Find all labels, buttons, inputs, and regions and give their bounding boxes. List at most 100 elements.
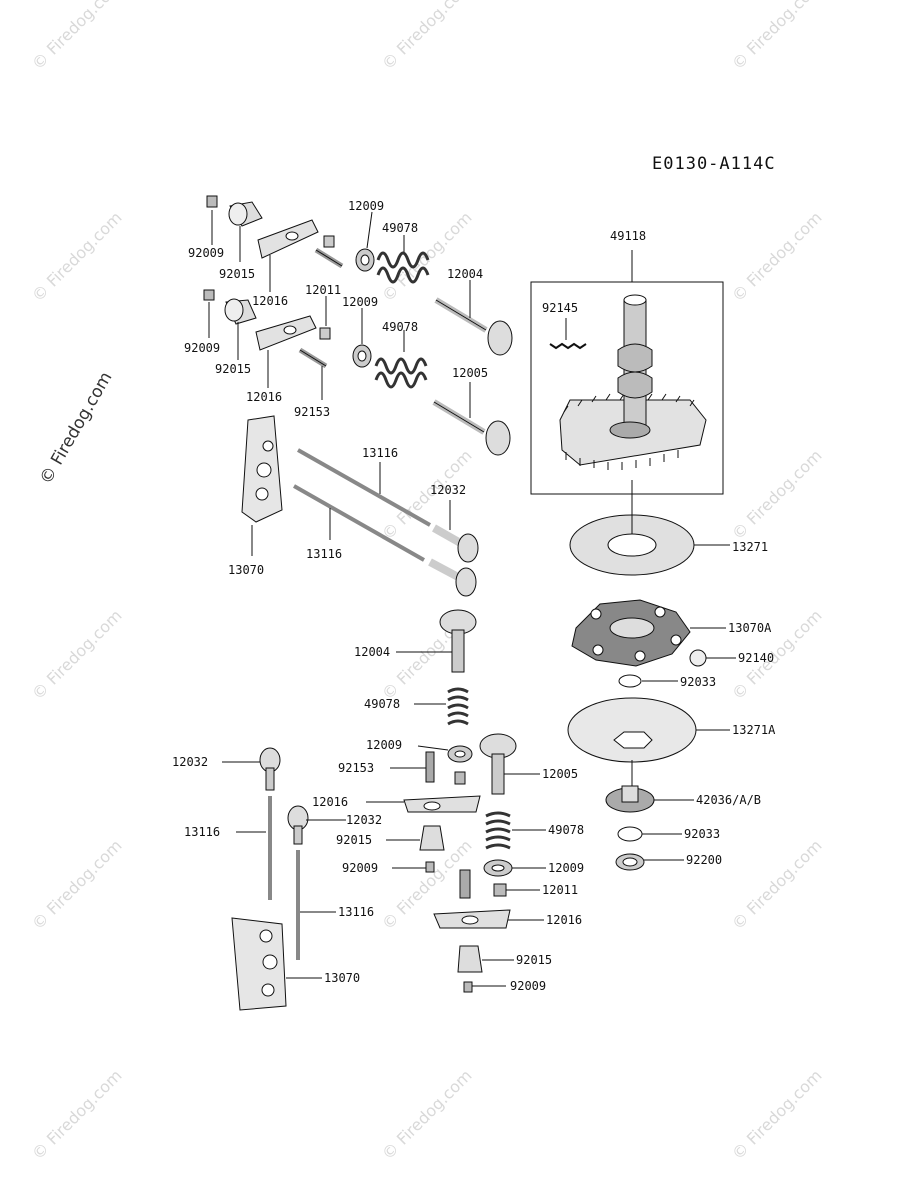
seal-12009-a — [355, 211, 375, 272]
weight-13070A — [571, 599, 726, 667]
part-label: 13116 — [362, 446, 399, 460]
diagram-code: E0130-A114C — [652, 154, 776, 174]
spring-49078-a — [376, 235, 430, 284]
part-label: 12004 — [447, 267, 484, 281]
stud-a — [314, 235, 344, 269]
nut-92009-a — [206, 195, 218, 245]
part-label: 92009 — [510, 979, 547, 993]
pushrod-13116-d — [296, 850, 336, 960]
part-label: 12016 — [246, 390, 283, 404]
part-label: 12004 — [354, 645, 391, 659]
part-label: 12032 — [346, 813, 383, 827]
part-label: 49078 — [548, 823, 585, 837]
part-label: 12016 — [252, 294, 289, 308]
part-label: 92153 — [338, 761, 375, 775]
circlip-92033-b — [617, 826, 682, 842]
rocker-12016-d — [433, 909, 544, 929]
capnut-92015-d — [457, 945, 514, 973]
part-label: 13271 — [732, 540, 769, 554]
nut-92009-b — [203, 289, 215, 338]
part-label: 92009 — [342, 861, 379, 875]
part-label: 92033 — [680, 675, 717, 689]
washer-13271 — [569, 480, 730, 576]
part-label: 12009 — [366, 738, 403, 752]
washer-92200 — [615, 853, 684, 871]
valve-12005-b — [479, 733, 540, 795]
rocker-12016-c — [366, 795, 481, 813]
pushrod-13116-c — [236, 796, 272, 900]
part-label: 12032 — [172, 755, 209, 769]
part-label: 12005 — [452, 366, 489, 380]
camshaft-box — [530, 281, 724, 495]
stud-92153-b — [390, 751, 435, 783]
capnut-92015-c — [386, 825, 445, 851]
part-label: 49118 — [610, 229, 647, 243]
stud-b — [298, 296, 331, 400]
part-label: 12009 — [342, 295, 379, 309]
circlip-92033-a — [618, 674, 678, 688]
capnut-92015-b — [224, 298, 257, 360]
plate-13271A — [567, 697, 730, 763]
part-label: 92145 — [542, 301, 579, 315]
tappet-12032-d — [287, 805, 346, 845]
part-label: 13070 — [228, 563, 265, 577]
part-label: 12009 — [548, 861, 585, 875]
part-label: 12016 — [546, 913, 583, 927]
part-label: 92009 — [184, 341, 221, 355]
seal-12009-c — [417, 745, 473, 763]
part-label: 92009 — [188, 246, 225, 260]
pushrod-13116-a — [297, 448, 431, 527]
nut-92009-c — [392, 861, 435, 873]
spring-49078-b — [374, 330, 428, 389]
part-label: 13116 — [306, 547, 343, 561]
part-label: 42036/A/B — [696, 793, 762, 807]
pushrod-13116-b — [293, 484, 425, 562]
seal-12009-b — [352, 308, 372, 368]
part-label: 12011 — [542, 883, 579, 897]
capnut-92015-a — [228, 201, 263, 262]
part-label: 92015 — [336, 833, 373, 847]
tappet-12032-c — [222, 747, 281, 791]
part-label: 49078 — [364, 697, 401, 711]
part-label: 13116 — [184, 825, 221, 839]
stud-b2 — [459, 869, 471, 899]
part-label: 12009 — [348, 199, 385, 213]
tappet-12032-a — [432, 500, 479, 563]
seal-12009-d — [483, 859, 546, 877]
tappet-12032-b — [428, 558, 477, 597]
plate-13070-b — [231, 917, 322, 1011]
nut-12011-a — [454, 771, 466, 785]
part-label: 92200 — [686, 853, 723, 867]
plate-13070-a — [241, 415, 283, 556]
part-label: 13116 — [338, 905, 375, 919]
part-label: 12032 — [430, 483, 467, 497]
spring-49078-d — [485, 811, 546, 850]
part-label: 92140 — [738, 651, 775, 665]
part-label: 12016 — [312, 795, 349, 809]
part-label: 13070A — [728, 621, 772, 635]
rocker-12016-b — [255, 315, 317, 388]
ball-92140 — [689, 649, 736, 667]
part-label: 13070 — [324, 971, 361, 985]
part-label: 49078 — [382, 320, 419, 334]
part-label: 92153 — [294, 405, 331, 419]
nut-92009-d — [463, 981, 506, 993]
part-label: 92015 — [219, 267, 256, 281]
part-label: 12011 — [305, 283, 342, 297]
part-label: 92015 — [215, 362, 252, 376]
part-label: 92015 — [516, 953, 553, 967]
valve-12004-a — [434, 280, 513, 356]
rocker-12016-a — [257, 219, 319, 292]
part-label: 92033 — [684, 827, 721, 841]
part-label: 12005 — [542, 767, 579, 781]
spring-49078-c — [414, 687, 469, 726]
camshaft-49118 — [559, 294, 707, 470]
spring-92145 — [549, 318, 587, 350]
gear-42036 — [605, 760, 694, 813]
valve-12005-a — [432, 382, 511, 456]
nut-12011-b — [493, 883, 540, 897]
part-label: 13271A — [732, 723, 776, 737]
part-label: 49078 — [382, 221, 419, 235]
